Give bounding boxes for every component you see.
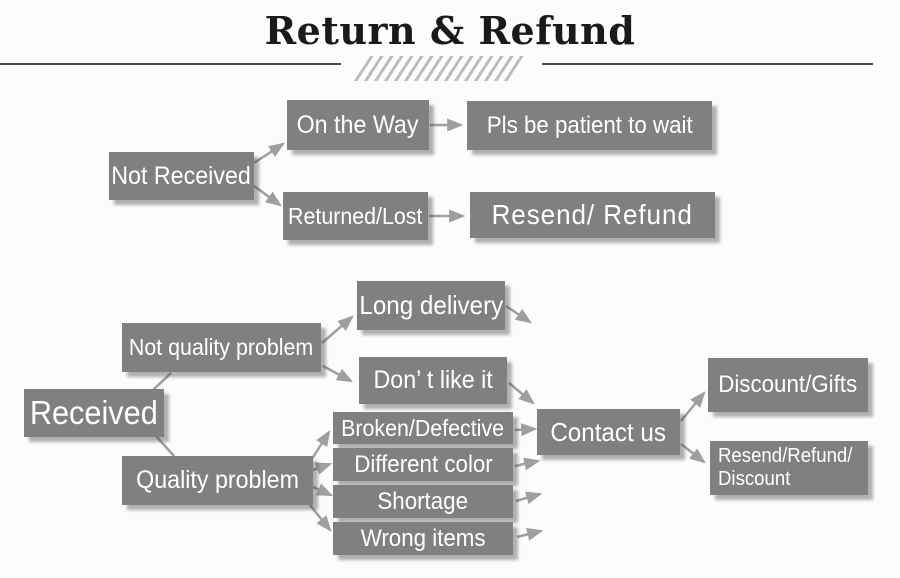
node-discount-gifts-label: Discount/Gifts — [718, 371, 858, 398]
node-long-delivery-label: Long delivery — [359, 290, 503, 320]
node-shortage-label: Shortage — [377, 487, 469, 515]
arrow-broken-contactus — [514, 423, 538, 437]
arrow-shortage-contactus — [515, 491, 543, 505]
node-resend-refund-discount-line1: Resend/Refund/ — [718, 445, 853, 467]
node-wrong-items: Wrong items — [333, 522, 513, 555]
node-contact-us-label: Contact us — [550, 416, 667, 447]
node-different-color-label: Different color — [353, 450, 493, 478]
arrow-notreceived-ontheway — [253, 142, 286, 165]
node-resend-refund: Resend/ Refund — [470, 192, 715, 238]
line-received-notquality — [152, 372, 172, 391]
page-title: Return & Refund — [264, 8, 636, 53]
node-quality-problem-label: Quality problem — [136, 466, 299, 494]
arrow-wrongitems-contactus — [516, 528, 544, 541]
node-dont-like-it: Don’ t like it — [359, 357, 507, 404]
node-quality-problem: Quality problem — [122, 456, 313, 505]
arrow-contactus-discountgifts — [680, 391, 706, 422]
node-wrong-items-label: Wrong items — [360, 524, 486, 552]
arrow-notquality-longdelivery — [321, 315, 354, 344]
arrow-differentcolor-contactus — [514, 457, 541, 471]
node-contact-us: Contact us — [537, 409, 680, 455]
node-on-the-way-label: On the Way — [297, 110, 419, 139]
node-broken-defective: Broken/Defective — [333, 412, 513, 444]
node-on-the-way: On the Way — [287, 100, 429, 150]
arrow-quality-differentcolor — [312, 462, 333, 475]
arrow-notquality-dontlike — [322, 364, 354, 383]
header-rule-right — [542, 63, 873, 65]
node-resend-refund-discount-line2: Discount — [718, 468, 791, 490]
node-received-label: Received — [30, 394, 158, 431]
node-returned-lost: Returned/Lost — [283, 192, 428, 240]
arrow-contactus-resendrefunddiscount — [680, 443, 706, 464]
node-discount-gifts: Discount/Gifts — [708, 358, 868, 412]
arrow-quality-broken — [308, 429, 331, 463]
node-different-color: Different color — [333, 448, 513, 481]
node-dont-like-it-label: Don’ t like it — [373, 366, 493, 394]
node-pls-be-patient-label: Pls be patient to wait — [486, 111, 693, 139]
node-long-delivery: Long delivery — [357, 281, 505, 330]
node-returned-lost-label: Returned/Lost — [288, 202, 423, 229]
node-not-quality-problem-label: Not quality problem — [129, 334, 314, 360]
line-received-quality — [155, 435, 175, 457]
arrow-dontlike-contactus — [508, 382, 535, 405]
node-received: Received — [24, 389, 164, 437]
arrow-notreceived-returnedlost — [253, 184, 282, 207]
header-rule-left — [0, 63, 341, 65]
arrow-longdelivery-out — [505, 304, 533, 324]
node-not-quality-problem: Not quality problem — [122, 323, 321, 372]
node-pls-be-patient: Pls be patient to wait — [467, 101, 712, 150]
node-not-received: Not Received — [109, 152, 254, 200]
node-not-received-label: Not Received — [111, 161, 252, 190]
node-resend-refund-label: Resend/ Refund — [491, 199, 694, 230]
arrow-quality-shortage — [312, 483, 334, 497]
node-shortage: Shortage — [333, 485, 513, 518]
node-resend-refund-discount: Resend/Refund/ Discount — [710, 441, 868, 495]
node-broken-defective-label: Broken/Defective — [341, 414, 505, 441]
arrow-quality-wrongitems — [305, 499, 332, 532]
